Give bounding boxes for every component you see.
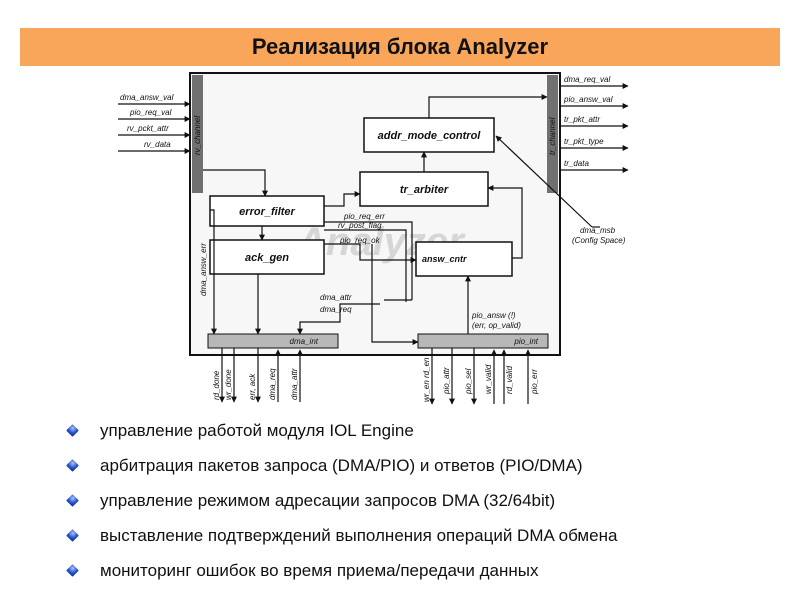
tr-channel-label: tr_channel	[548, 117, 557, 155]
dma-signal-wr-done: wr_done	[224, 369, 233, 400]
input-label-dma-answ-val: dma_answ_val	[120, 93, 174, 102]
bullet-text: управление работой модуля IOL Engine	[100, 421, 414, 440]
rv-channel-bar	[192, 75, 203, 193]
bullet-text: выставление подтверждений выполнения опе…	[100, 526, 618, 545]
pio-answ-label: pio_answ (!)	[471, 311, 516, 320]
diamond-bullet-icon	[66, 459, 79, 472]
output-label-tr-pkt-attr: tr_pkt_attr	[564, 115, 600, 124]
bullet-list: управление работой модуля IOL Engine арб…	[66, 418, 788, 593]
bullet-text: мониторинг ошибок во время приема/переда…	[100, 561, 539, 580]
right-output-arrows	[560, 83, 629, 173]
pio-int-label: pio_int	[513, 337, 538, 346]
page-title: Реализация блока Analyzer	[251, 34, 549, 59]
diamond-bullet-icon	[66, 529, 79, 542]
diamond-bullet-icon	[66, 564, 79, 577]
dma-int-block	[207, 333, 339, 349]
answ-cntr-block	[415, 241, 513, 277]
tr-arbiter-label: tr_arbiter	[400, 184, 449, 196]
ack-gen-label: ack_gen	[245, 252, 289, 264]
addr-mode-control-label: addr_mode_control	[378, 130, 482, 142]
dma-attr-label: dma_attr	[320, 293, 352, 302]
output-label-dma-req-val: dma_req_val	[564, 75, 610, 84]
dma-signal-err-ack: err, ack	[248, 373, 257, 400]
dma-req-label: dma_req	[320, 305, 352, 314]
rv-post-flag-label: rv_post_flag	[338, 221, 382, 230]
error-filter-label: error_filter	[239, 206, 295, 218]
input-label-rv-pckt-attr: rv_pckt_attr	[127, 124, 169, 133]
bullet-item: выставление подтверждений выполнения опе…	[66, 523, 788, 558]
rv-channel-label: rv_channel	[193, 116, 202, 155]
output-label-tr-pkt-type: tr_pkt_type	[564, 137, 604, 146]
dma-int-label: dma_int	[290, 337, 319, 346]
title-bar: Реализация блока Analyzer	[20, 28, 780, 66]
dma-signal-arrows	[219, 348, 303, 403]
pio-signal-wr-valid: wr_valid	[484, 364, 493, 394]
diamond-bullet-icon	[66, 494, 79, 507]
bullet-text: управление режимом адресации запросов DM…	[100, 491, 556, 510]
dma-msb-label: dma_msb	[580, 226, 616, 235]
bullet-item: управление режимом адресации запросов DM…	[66, 488, 788, 523]
error-filter-block	[209, 195, 325, 227]
pio-signal-pio-err: pio_err	[530, 369, 539, 395]
output-label-tr-data: tr_data	[564, 159, 589, 168]
input-label-rv-data: rv_data	[144, 140, 171, 149]
answ-cntr-label: answ_cntr	[422, 254, 467, 264]
ack-gen-block	[209, 239, 325, 275]
pio-signal-rd-valid: rd_valid	[505, 365, 514, 394]
analyzer-diagram: Analyzer rv_channel tr_channel addr_mode…	[118, 72, 629, 405]
bullet-text: арбитрация пакетов запроса (DMA/PIO) и о…	[100, 456, 583, 475]
dma-signal-rd-done: rd_done	[212, 370, 221, 400]
pio-signal-arrows	[429, 348, 531, 405]
dma-msb-config-label: (Config Space)	[572, 236, 626, 245]
addr-mode-control-block	[363, 117, 495, 153]
bullet-item: мониторинг ошибок во время приема/переда…	[66, 558, 788, 593]
bullet-item: арбитрация пакетов запроса (DMA/PIO) и о…	[66, 453, 788, 488]
pio-answ-detail-label: (err, op_valid)	[472, 321, 521, 330]
diamond-bullet-icon	[66, 424, 79, 437]
tr-channel-bar	[547, 75, 558, 193]
pio-signal-pio-sel: pio_sel	[464, 368, 473, 395]
dma-signal-dma-req: dma_req	[268, 368, 277, 400]
dma-msb-arrow	[495, 135, 593, 228]
internal-wires	[203, 94, 548, 345]
output-label-pio-answ-val: pio_answ_val	[563, 95, 613, 104]
pio-req-err-label: pio_req_err	[343, 212, 385, 221]
pio-signal-pio-attr: pio_attr	[442, 367, 451, 395]
input-label-pio-req-val: pio_req_val	[129, 108, 172, 117]
bullet-item: управление работой модуля IOL Engine	[66, 418, 788, 453]
dma-answ-err-label: dma_answ_err	[199, 243, 208, 296]
pio-req-ok-label: pio_req_ok	[339, 236, 381, 245]
left-input-arrows	[118, 101, 191, 154]
dma-signal-dma-attr: dma_attr	[290, 368, 299, 400]
pio-signal-wr-en-rd-en: wr_en rd_en	[422, 357, 431, 402]
